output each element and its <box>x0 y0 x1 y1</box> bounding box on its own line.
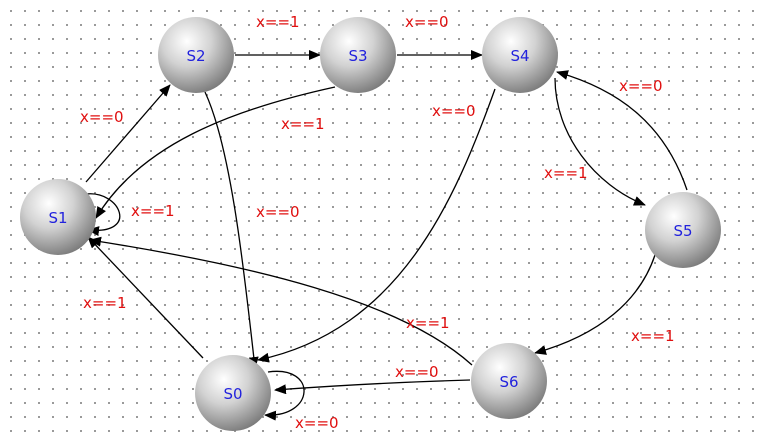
edge-labels: x==0 x==1 x==0 x==1 x==0 x==0 x==0 x==1 … <box>80 13 675 432</box>
edge-s3-s1[interactable] <box>95 86 336 219</box>
edge-label-s6-s1: x==1 <box>406 314 450 332</box>
state-s1[interactable]: S1 <box>20 179 96 255</box>
edge-label-s4-s5: x==1 <box>544 164 588 182</box>
edge-s4-s0[interactable] <box>257 88 496 363</box>
edge-s5-s6[interactable] <box>534 254 656 355</box>
edge-s1-s2[interactable] <box>85 84 171 183</box>
edge-s4-s5[interactable] <box>554 77 646 206</box>
state-label-s1: S1 <box>48 209 67 227</box>
edge-label-s1-s2: x==0 <box>80 108 124 126</box>
edge-s6-s1[interactable] <box>89 236 473 366</box>
state-s5[interactable]: S5 <box>645 192 721 268</box>
state-s0[interactable]: S0 <box>195 355 271 431</box>
edge-s6-s0[interactable] <box>274 379 471 395</box>
state-s2[interactable]: S2 <box>158 17 234 93</box>
transitions <box>85 50 688 421</box>
edge-label-s0-s0: x==0 <box>295 414 339 432</box>
state-label-s2: S2 <box>186 47 205 65</box>
edge-s2-s0[interactable] <box>204 91 259 369</box>
edge-s1-s1-loop[interactable] <box>85 193 121 237</box>
edge-s0-s0-loop[interactable] <box>264 370 305 421</box>
edge-label-s3-s4: x==0 <box>405 13 449 31</box>
state-label-s3: S3 <box>348 47 367 65</box>
states: S0 S1 S2 S3 S4 S5 S6 <box>20 17 721 431</box>
edge-label-s5-s6: x==1 <box>631 327 675 345</box>
edge-label-s5-s4: x==0 <box>619 77 663 95</box>
state-label-s5: S5 <box>673 222 692 240</box>
edge-label-s1-s1: x==1 <box>131 202 175 220</box>
edge-label-s2-s3: x==1 <box>256 13 300 31</box>
edge-label-s2-s0: x==0 <box>256 203 300 221</box>
edge-s5-s4[interactable] <box>556 70 688 191</box>
edge-s0-s1[interactable] <box>87 236 204 359</box>
state-label-s4: S4 <box>510 47 529 65</box>
state-label-s6: S6 <box>499 373 518 391</box>
state-s3[interactable]: S3 <box>320 17 396 93</box>
edge-label-s0-s1: x==1 <box>83 294 127 312</box>
state-label-s0: S0 <box>223 385 242 403</box>
state-s6[interactable]: S6 <box>471 343 547 419</box>
state-s4[interactable]: S4 <box>482 17 558 93</box>
edge-label-s6-s0: x==0 <box>395 363 439 381</box>
edge-label-s3-s1: x==1 <box>281 115 325 133</box>
edge-label-s4-s0: x==0 <box>432 102 476 120</box>
